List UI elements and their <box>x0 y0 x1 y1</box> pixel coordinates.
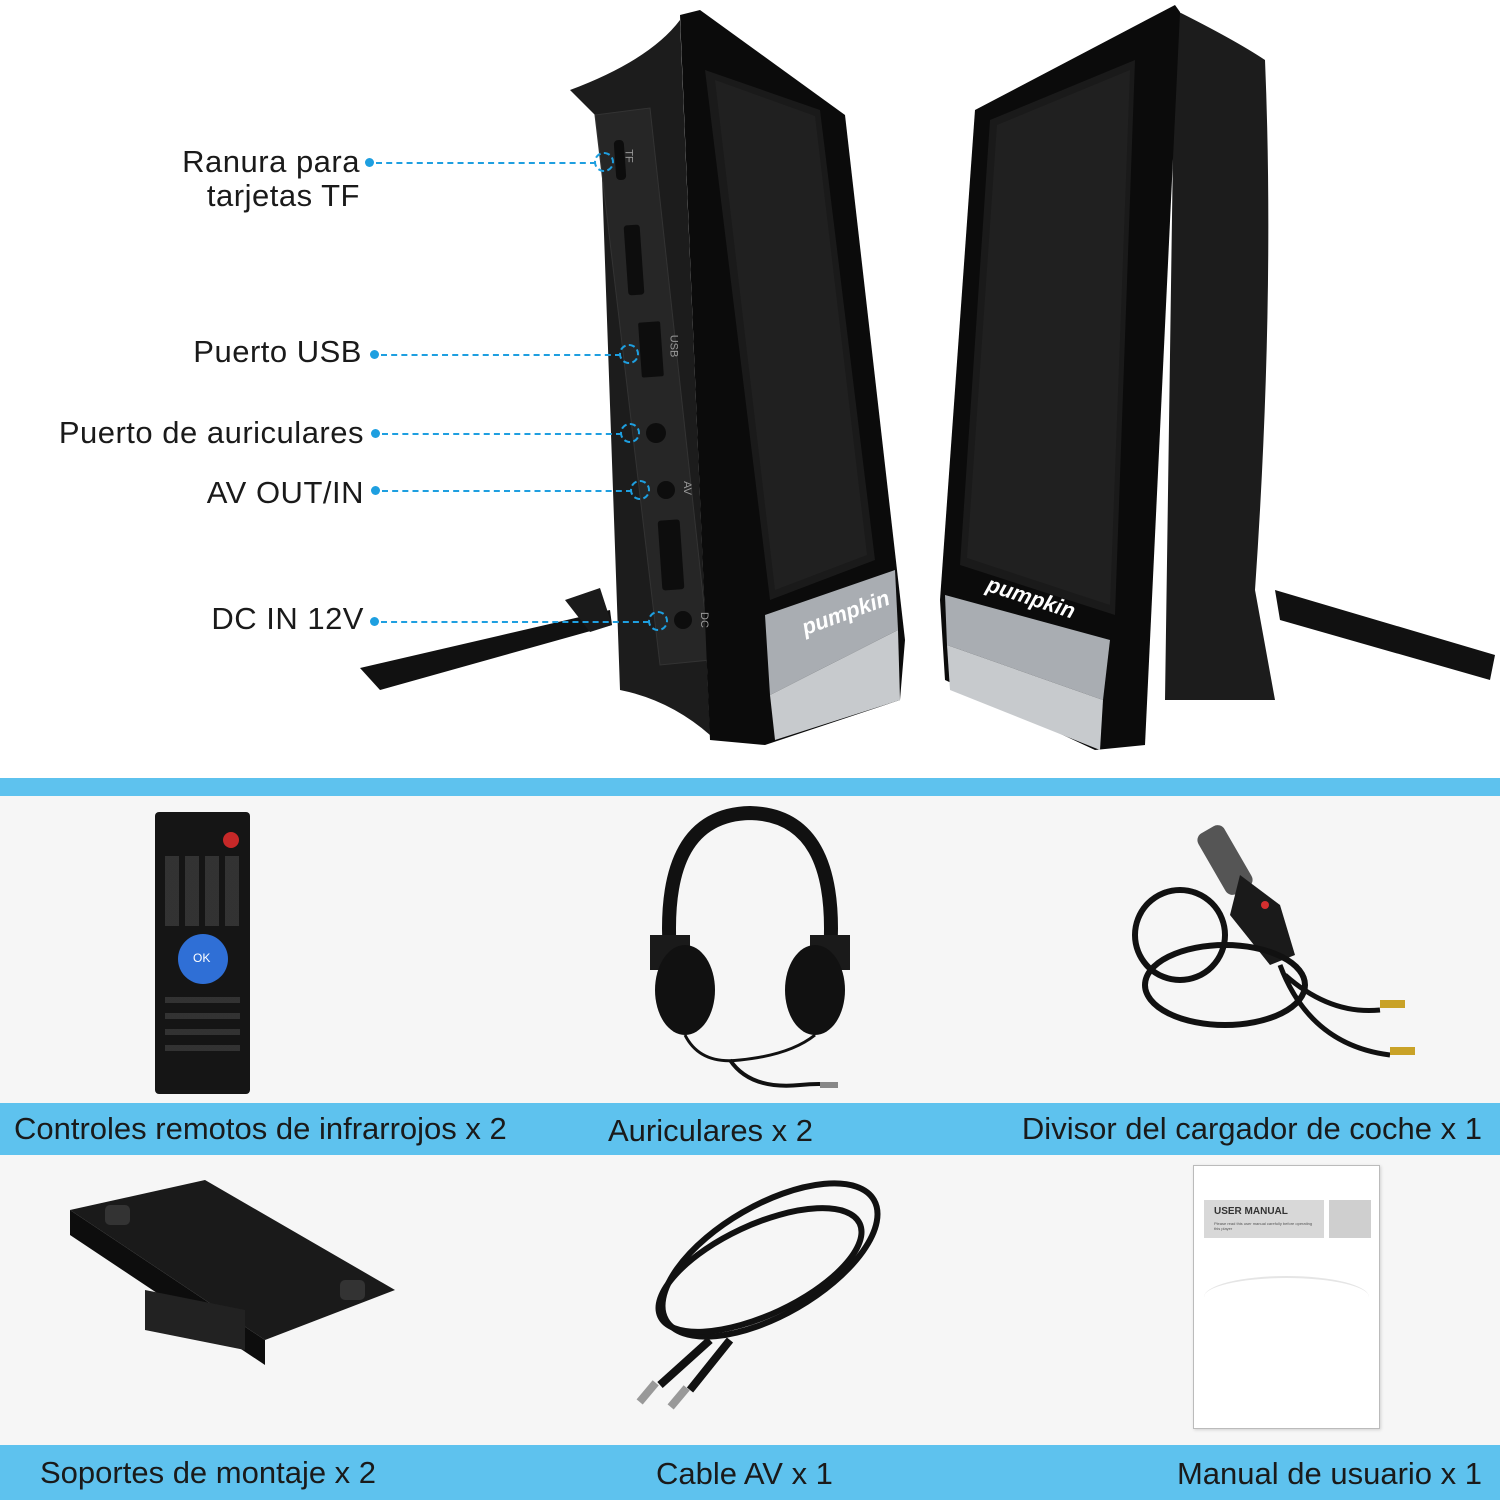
callout-ring <box>594 152 614 172</box>
manual-title: USER MANUAL <box>1214 1206 1288 1217</box>
headphones-image <box>650 805 850 1088</box>
manual-side-block <box>1329 1200 1371 1238</box>
callout-tf-line2: tarjetas TF <box>206 178 360 213</box>
caption-charger: Divisor del cargador de coche x 1 <box>1021 1111 1482 1146</box>
remote-ok-label: OK <box>193 951 211 965</box>
caption-band-row-1 <box>0 1103 1500 1155</box>
callout-line <box>382 490 632 492</box>
car-charger-image <box>1132 825 1415 1058</box>
callout-line <box>376 162 596 164</box>
callout-dot <box>370 617 379 626</box>
callout-ring <box>619 344 639 364</box>
caption-band-row-2 <box>0 1445 1500 1500</box>
callout-tf-line1: Ranura para <box>182 144 360 179</box>
manual-header-bar <box>1204 1200 1324 1238</box>
caption-remote: Controles remotos de infrarrojos x 2 <box>14 1111 507 1146</box>
callout-ring <box>630 480 650 500</box>
callout-tf-label: Ranura para tarjetas TF <box>182 145 360 213</box>
left-monitor-image <box>360 10 905 745</box>
remote-control-image: OK <box>155 812 250 1094</box>
manual-subtitle: Please read this user manual carefully b… <box>1214 1221 1313 1231</box>
callout-usb-label: Puerto USB <box>193 334 362 369</box>
right-monitor-image <box>940 5 1495 750</box>
section-divider <box>0 778 1500 796</box>
callout-dc-label: DC IN 12V <box>211 601 364 636</box>
callout-line <box>382 433 622 435</box>
caption-av-cable: Cable AV x 1 <box>656 1456 833 1491</box>
callout-line <box>381 621 649 623</box>
callout-dot <box>370 350 379 359</box>
manual-swoosh <box>1204 1276 1369 1318</box>
caption-manual: Manual de usuario x 1 <box>1176 1456 1482 1491</box>
remote-keypad <box>165 856 240 926</box>
av-cable-image <box>636 1180 881 1410</box>
user-manual-image: USER MANUAL Please read this user manual… <box>1193 1165 1380 1429</box>
callout-dot <box>371 486 380 495</box>
mounting-bracket-image <box>70 1180 395 1365</box>
port-tag-dc: DC <box>697 612 710 628</box>
port-tag-tf: TF <box>622 149 635 163</box>
callout-line <box>381 354 621 356</box>
dpad-icon <box>178 934 228 984</box>
remote-lower-keys <box>165 997 240 1057</box>
callout-dot <box>365 158 374 167</box>
callout-av-label: AV OUT/IN <box>206 475 364 510</box>
product-hero: TF USB AV DC pumpkin pumpkin Ranura para… <box>58 5 1495 750</box>
callout-ring <box>648 611 668 631</box>
power-button-icon <box>223 832 239 848</box>
port-tag-av: AV <box>680 481 693 495</box>
callout-dot <box>371 429 380 438</box>
callout-ring <box>620 423 640 443</box>
port-tag-usb: USB <box>667 334 680 358</box>
callout-headphone-label: Puerto de auriculares <box>58 415 364 450</box>
caption-headphones: Auriculares x 2 <box>608 1113 814 1148</box>
caption-mounts: Soportes de montaje x 2 <box>40 1455 377 1490</box>
